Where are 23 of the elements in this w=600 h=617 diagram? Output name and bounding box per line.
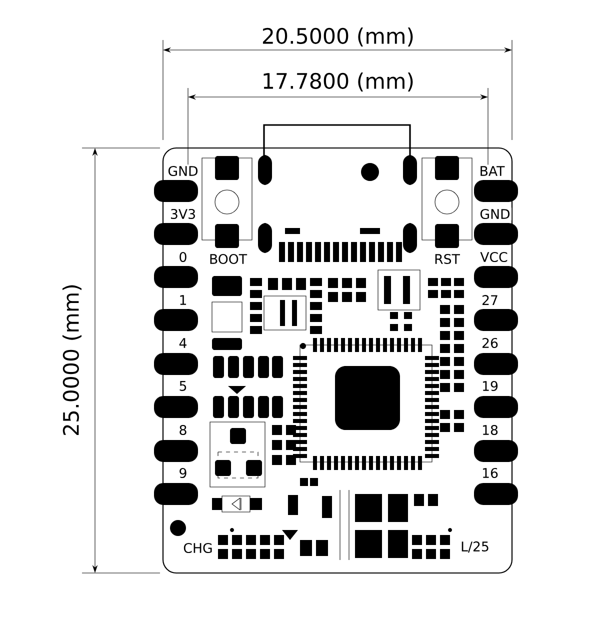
- pin-label: CHG: [182, 542, 214, 554]
- pin-label: GND: [166, 164, 200, 178]
- pin-label: BAT: [478, 164, 506, 178]
- pin-label: 18: [480, 424, 500, 436]
- pin-label: 5: [177, 380, 189, 392]
- pin-label: 8: [177, 424, 189, 436]
- pin-label: 19: [480, 380, 500, 392]
- pin-label: 26: [480, 336, 500, 350]
- pin-label: 4: [177, 336, 189, 350]
- button-label: BOOT: [208, 252, 248, 266]
- pin-label: 1: [177, 294, 189, 306]
- pin-label: 9: [177, 466, 189, 480]
- dimension-label: 17.7800 (mm): [264, 72, 413, 92]
- dimension-label: 20.5000 (mm): [262, 28, 413, 46]
- pin-label: GND: [478, 208, 512, 220]
- pin-label: 16: [480, 466, 500, 480]
- pin-label: VCC: [478, 250, 510, 264]
- pin-label: 27: [480, 294, 500, 306]
- dimension-label: 25.0000 (mm): [62, 285, 82, 436]
- pin-label: 0: [177, 250, 189, 264]
- pin-label: L/25: [459, 540, 491, 554]
- pin-label: 3V3: [168, 208, 198, 220]
- button-label: RST: [432, 252, 462, 266]
